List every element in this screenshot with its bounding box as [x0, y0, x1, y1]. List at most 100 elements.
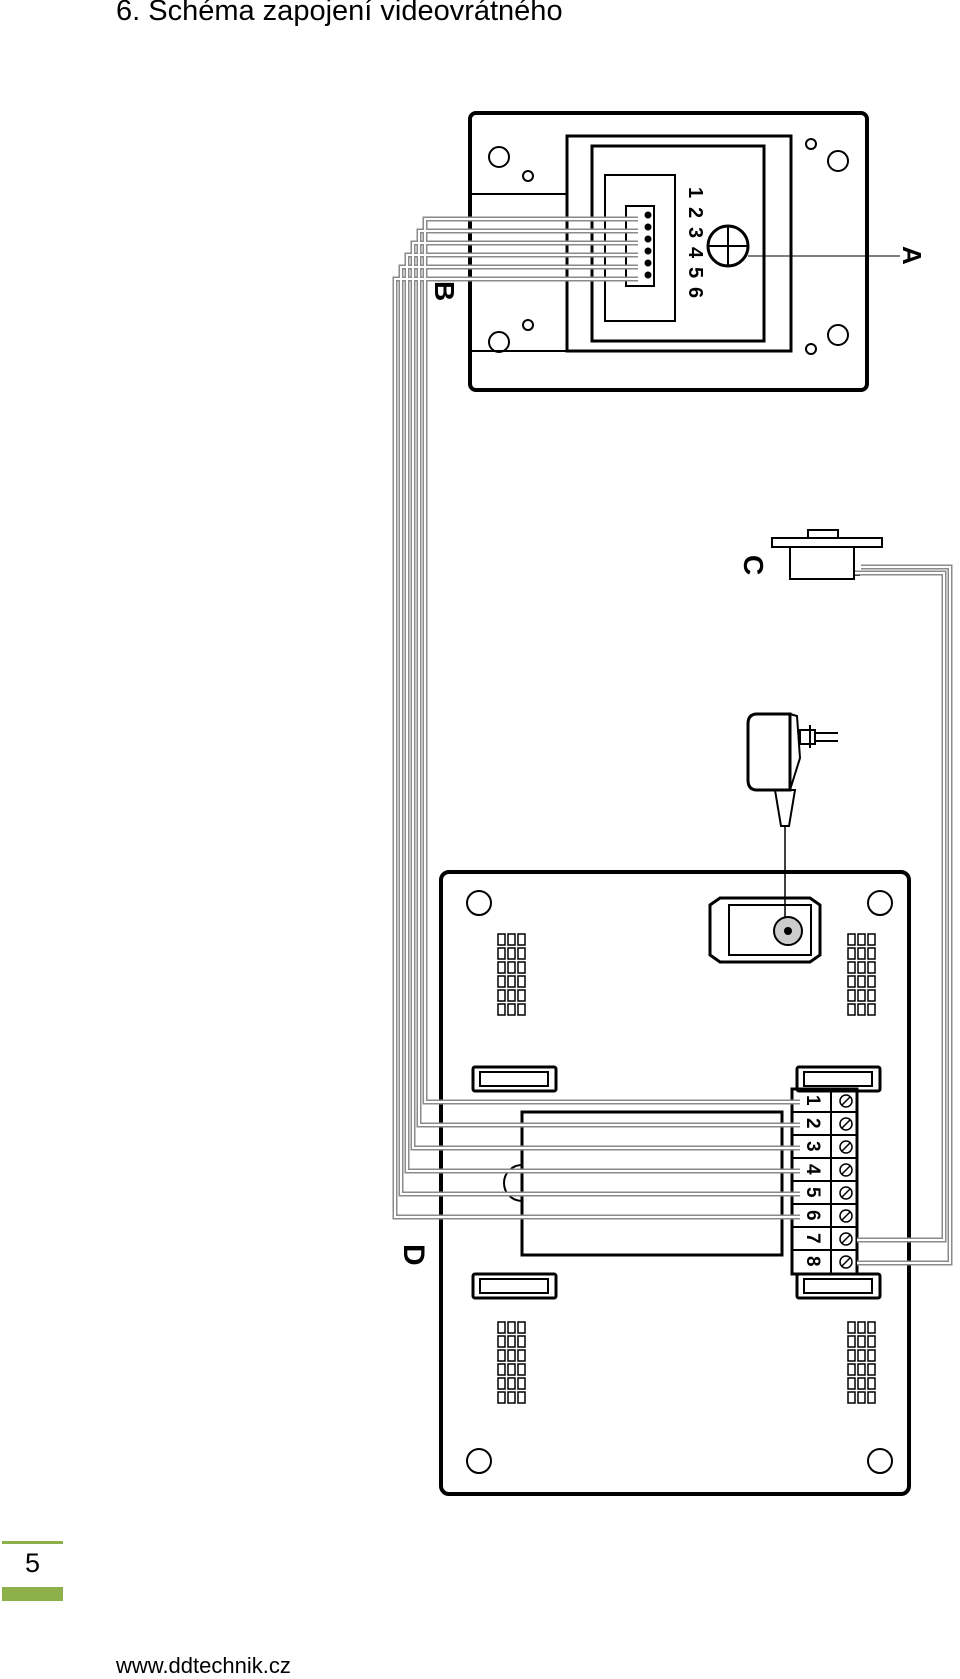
grille-slot: [857, 1363, 866, 1376]
grille-slot: [497, 1391, 506, 1404]
grille-slot: [507, 1377, 516, 1390]
grille-slot: [507, 947, 516, 960]
grille-slot: [847, 1321, 856, 1334]
grille-slot: [867, 961, 876, 974]
monitor-terminal-6: 6: [802, 1210, 823, 1221]
camera-terminal-5: 5: [684, 267, 706, 278]
grille-slot: [847, 1391, 856, 1404]
grille-slot: [507, 1335, 516, 1348]
label-c: C: [738, 555, 769, 575]
grille-slot: [517, 1003, 526, 1016]
grille-slot: [857, 961, 866, 974]
grille-slot: [847, 1363, 856, 1376]
grille-slot: [517, 989, 526, 1002]
label-a: A: [897, 246, 927, 265]
grille-slot: [857, 1391, 866, 1404]
grille-slot: [507, 1321, 516, 1334]
grille-slot: [507, 989, 516, 1002]
grille-slot: [847, 1003, 856, 1016]
camera-terminal-4: 4: [684, 247, 706, 259]
grille-slot: [847, 961, 856, 974]
label-d: D: [397, 1244, 430, 1266]
grille-slot: [497, 1349, 506, 1362]
grille-slot: [867, 989, 876, 1002]
grille-slot: [507, 961, 516, 974]
grille-slot: [867, 975, 876, 988]
indoor-monitor: [439, 870, 911, 1496]
grille-slot: [857, 1335, 866, 1348]
grille-slot: [847, 989, 856, 1002]
grille-slot: [517, 1321, 526, 1334]
grille-slot: [497, 1335, 506, 1348]
page-number-box: 5: [2, 1541, 63, 1602]
grille-slot: [507, 1003, 516, 1016]
grille-slot: [867, 1391, 876, 1404]
grille-slot: [847, 933, 856, 946]
grille-slot: [867, 1003, 876, 1016]
monitor-terminal-2: 2: [802, 1118, 823, 1129]
power-adapter: [746, 712, 838, 918]
grille-slot: [497, 961, 506, 974]
camera-terminal-3: 3: [684, 227, 706, 238]
electric-lock: [771, 529, 883, 580]
grille-slot: [867, 933, 876, 946]
footer-website: www.ddtechnik.cz: [116, 1653, 291, 1678]
grille-slot: [847, 1349, 856, 1362]
grille-slot: [497, 975, 506, 988]
grille-slot: [497, 989, 506, 1002]
wiring-diagram: A B C D 1 2 3 4 5 6 1 2 3 4 5 6 7 8: [392, 111, 953, 1496]
grille-slot: [867, 1363, 876, 1376]
grille-slot: [867, 947, 876, 960]
grille-slot: [847, 975, 856, 988]
grille-slot: [867, 1377, 876, 1390]
grille-slot: [857, 1321, 866, 1334]
grille-slot: [857, 947, 866, 960]
grille-slot: [507, 1349, 516, 1362]
grille-slot: [507, 975, 516, 988]
wiring: [392, 216, 953, 1266]
grille-slot: [517, 1335, 526, 1348]
grille-slot: [517, 1391, 526, 1404]
label-b: B: [429, 281, 460, 301]
grille-slot: [857, 1377, 866, 1390]
monitor-terminal-4: 4: [802, 1164, 823, 1175]
speaker-grilles: [497, 933, 876, 1404]
grille-slot: [867, 1335, 876, 1348]
grille-slot: [497, 1363, 506, 1376]
grille-slot: [517, 1377, 526, 1390]
grille-slot: [857, 975, 866, 988]
page-number-rule-top: [2, 1541, 63, 1544]
grille-slot: [497, 1003, 506, 1016]
grille-slot: [517, 1363, 526, 1376]
grille-slot: [857, 1349, 866, 1362]
grille-slot: [507, 1363, 516, 1376]
monitor-terminal-7: 7: [802, 1233, 823, 1244]
page-number: 5: [24, 1548, 41, 1578]
grille-slot: [857, 1003, 866, 1016]
grille-slot: [857, 989, 866, 1002]
grille-slot: [507, 1391, 516, 1404]
grille-slot: [847, 1377, 856, 1390]
grille-slot: [497, 947, 506, 960]
monitor-terminal-1: 1: [802, 1095, 823, 1106]
grille-slot: [497, 933, 506, 946]
grille-slot: [517, 947, 526, 960]
grille-slot: [517, 933, 526, 946]
monitor-terminal-8: 8: [802, 1256, 823, 1267]
camera-terminal-2: 2: [684, 207, 706, 218]
grille-slot: [497, 1377, 506, 1390]
grille-slot: [847, 1335, 856, 1348]
grille-slot: [867, 1349, 876, 1362]
monitor-terminal-3: 3: [802, 1141, 823, 1152]
monitor-terminal-5: 5: [802, 1187, 823, 1198]
camera-terminal-6: 6: [684, 287, 706, 298]
grille-slot: [867, 1321, 876, 1334]
grille-slot: [507, 933, 516, 946]
page-number-bar: [2, 1587, 63, 1601]
page-title: 6. Schéma zapojení videovrátného: [116, 0, 563, 27]
grille-slot: [517, 975, 526, 988]
grille-slot: [497, 1321, 506, 1334]
grille-slot: [857, 933, 866, 946]
grille-slot: [517, 1349, 526, 1362]
camera-terminal-1: 1: [684, 187, 706, 198]
